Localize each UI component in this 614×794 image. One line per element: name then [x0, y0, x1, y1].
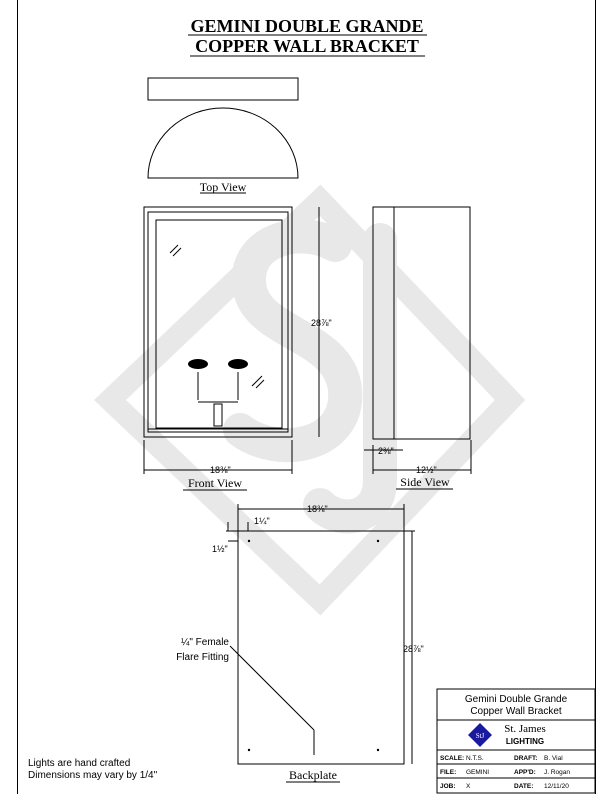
tb-scale: N.T.S. — [466, 755, 484, 762]
tb-company1: St. James — [504, 723, 546, 735]
title-line1: GEMINI DOUBLE GRANDE — [190, 16, 423, 36]
front-height-dim: 28⅞" — [311, 318, 332, 328]
backplate-view — [226, 504, 415, 765]
tb-date: 12/11/20 — [544, 783, 569, 790]
back-hole-y-dim: 1½" — [212, 544, 228, 554]
back-width-dim: 18⅜" — [307, 504, 328, 514]
top-view — [147, 77, 299, 179]
watermark-logo — [94, 184, 526, 616]
back-height-dim: 28⅞" — [403, 644, 424, 654]
side-view-label: Side View — [400, 475, 450, 489]
tb-name2: Copper Wall Bracket — [470, 706, 562, 717]
tb-file-label: FILE: — [440, 769, 456, 776]
callout-line1: ¼" Female — [181, 636, 229, 648]
front-dimensions — [143, 207, 320, 474]
front-view-label: Front View — [188, 476, 242, 490]
side-depth-dim: 12½" — [416, 465, 437, 475]
left-border — [17, 0, 18, 794]
tb-job: X — [466, 783, 471, 790]
tb-draft-label: DRAFT: — [514, 755, 537, 762]
front-width-dim: 18⅜" — [210, 465, 231, 475]
tb-company2: LIGHTING — [506, 737, 544, 746]
tb-file: GEMINI — [466, 769, 489, 776]
callout-line2: Flare Fitting — [176, 652, 229, 663]
title-block — [436, 688, 596, 794]
tb-appd: J. Rogan — [544, 769, 570, 776]
backplate-label: Backplate — [289, 768, 337, 782]
front-view — [143, 206, 293, 438]
side-offset-dim: 2⅜" — [378, 446, 394, 456]
note-line1: Lights are hand crafted — [28, 758, 130, 769]
note-line2: Dimensions may vary by 1/4" — [28, 770, 158, 781]
tb-draft: B. Vial — [544, 755, 563, 762]
tb-job-label: JOB: — [440, 783, 456, 790]
tb-appd-label: APP'D: — [514, 769, 536, 776]
tb-name1: Gemini Double Grande — [465, 694, 568, 705]
mounting-holes — [247, 539, 380, 752]
tb-date-label: DATE: — [514, 783, 533, 790]
top-view-label: Top View — [200, 180, 247, 194]
logo-text: StJ — [476, 732, 485, 740]
title-line2: COPPER WALL BRACKET — [195, 36, 419, 56]
right-border — [595, 0, 596, 794]
tb-scale-label: SCALE: — [440, 755, 464, 762]
candle-flames — [188, 359, 248, 369]
back-hole-x-dim: 1¼" — [254, 516, 270, 526]
side-view — [364, 206, 472, 474]
st-james-logo-icon: StJ — [468, 723, 492, 747]
